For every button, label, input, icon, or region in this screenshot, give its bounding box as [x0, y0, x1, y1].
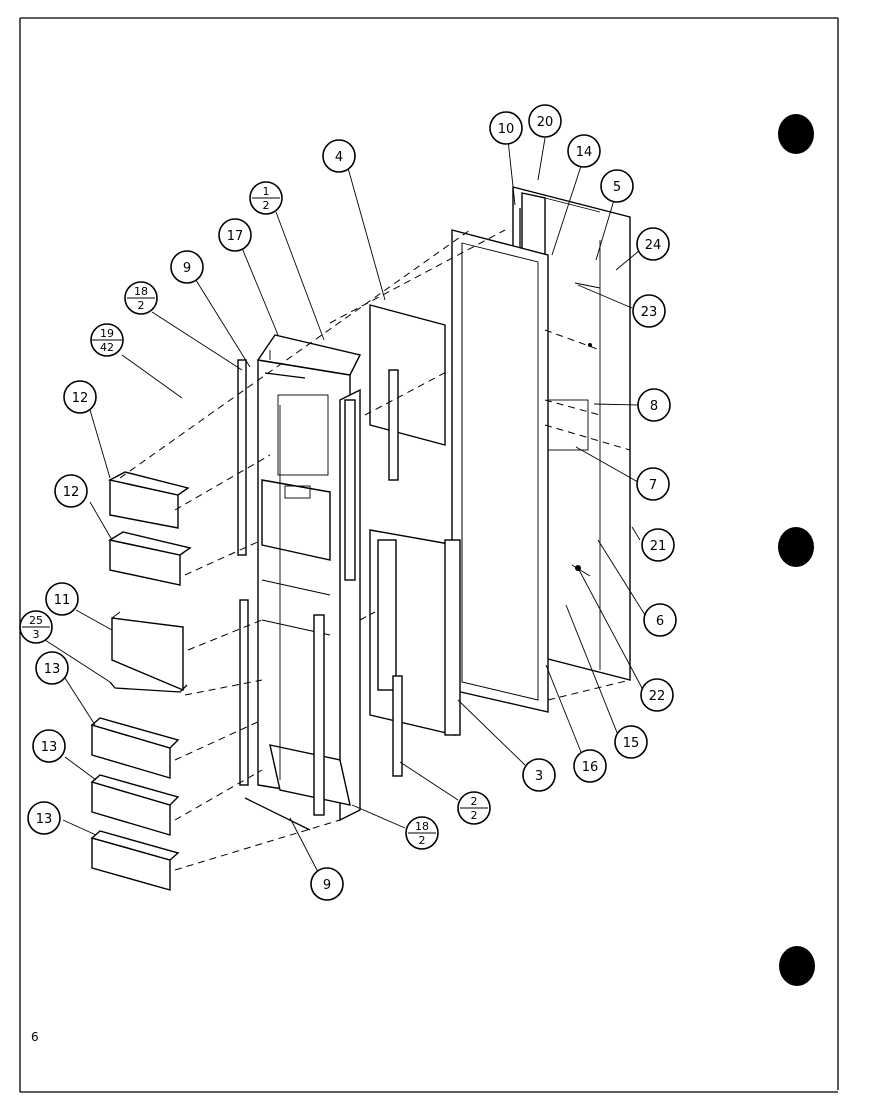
svg-text:17: 17 [227, 229, 244, 244]
svg-text:24: 24 [645, 238, 662, 253]
page-border [19, 17, 839, 1093]
svg-text:2: 2 [263, 199, 270, 212]
svg-text:11: 11 [54, 593, 71, 608]
svg-text:16: 16 [582, 760, 599, 775]
svg-text:5: 5 [613, 180, 621, 195]
door-gasket-frame [451, 229, 549, 713]
svg-text:7: 7 [649, 478, 657, 493]
callout-9-top: 9 [170, 250, 204, 284]
callout-8: 8 [637, 388, 671, 422]
svg-text:2: 2 [419, 834, 426, 847]
svg-text:21: 21 [650, 539, 667, 554]
callout-7: 7 [636, 467, 670, 501]
callout-20: 20 [528, 104, 562, 138]
callout-21: 21 [641, 528, 675, 562]
callout-10: 10 [489, 111, 523, 145]
svg-text:8: 8 [650, 399, 658, 414]
svg-text:14: 14 [576, 145, 593, 160]
callout-13-middle: 13 [32, 729, 66, 763]
svg-text:15: 15 [623, 736, 640, 751]
svg-text:42: 42 [100, 341, 114, 354]
leader-lines [44, 137, 646, 873]
callout-11: 11 [45, 582, 79, 616]
svg-text:9: 9 [323, 878, 331, 893]
svg-text:22: 22 [649, 689, 666, 704]
svg-text:18: 18 [415, 820, 429, 833]
callout-25-over-3: 25 3 [19, 610, 53, 644]
binder-holes [778, 114, 815, 986]
callout-5: 5 [600, 169, 634, 203]
callout-24: 24 [636, 227, 670, 261]
svg-text:4: 4 [335, 150, 343, 165]
svg-text:18: 18 [134, 285, 148, 298]
svg-text:10: 10 [498, 122, 515, 137]
svg-text:23: 23 [641, 305, 658, 320]
callout-22: 22 [640, 678, 674, 712]
callout-14: 14 [567, 134, 601, 168]
callout-12-lower: 12 [54, 474, 88, 508]
callout-4: 4 [322, 139, 356, 173]
callout-18-over-2-bottom: 18 2 [405, 816, 439, 850]
svg-text:6: 6 [656, 614, 664, 629]
svg-text:2: 2 [138, 299, 145, 312]
callout-12-upper: 12 [63, 380, 97, 414]
callout-18-over-2-top: 18 2 [124, 281, 158, 315]
shelves [90, 471, 192, 891]
svg-text:13: 13 [41, 740, 58, 755]
callout-13-bottom: 13 [27, 801, 61, 835]
svg-text:25: 25 [29, 614, 43, 627]
callout-15: 15 [614, 725, 648, 759]
page-number: 6 [31, 1030, 39, 1044]
callout-17: 17 [218, 218, 252, 252]
callout-2-over-2: 2 2 [457, 791, 491, 825]
svg-text:1: 1 [263, 185, 270, 198]
svg-text:12: 12 [72, 391, 89, 406]
callout-16: 16 [573, 749, 607, 783]
svg-text:2: 2 [471, 809, 478, 822]
explosion-lines [119, 229, 631, 871]
svg-text:19: 19 [100, 327, 114, 340]
callout-19-over-42: 19 42 [90, 323, 124, 357]
svg-text:20: 20 [537, 115, 554, 130]
callout-1-over-2: 1 2 [249, 181, 283, 215]
callout-6: 6 [643, 603, 677, 637]
svg-text:13: 13 [36, 812, 53, 827]
door-liner [369, 304, 461, 777]
svg-text:13: 13 [44, 662, 61, 677]
svg-text:9: 9 [183, 261, 191, 276]
svg-text:3: 3 [33, 628, 40, 641]
callout-13-top: 13 [35, 651, 69, 685]
callout-23: 23 [632, 294, 666, 328]
cabinet-liner [237, 334, 362, 831]
callout-9-bottom: 9 [310, 867, 344, 901]
callout-3: 3 [522, 758, 556, 792]
svg-text:3: 3 [535, 769, 543, 784]
svg-text:12: 12 [63, 485, 80, 500]
svg-text:2: 2 [471, 795, 478, 808]
